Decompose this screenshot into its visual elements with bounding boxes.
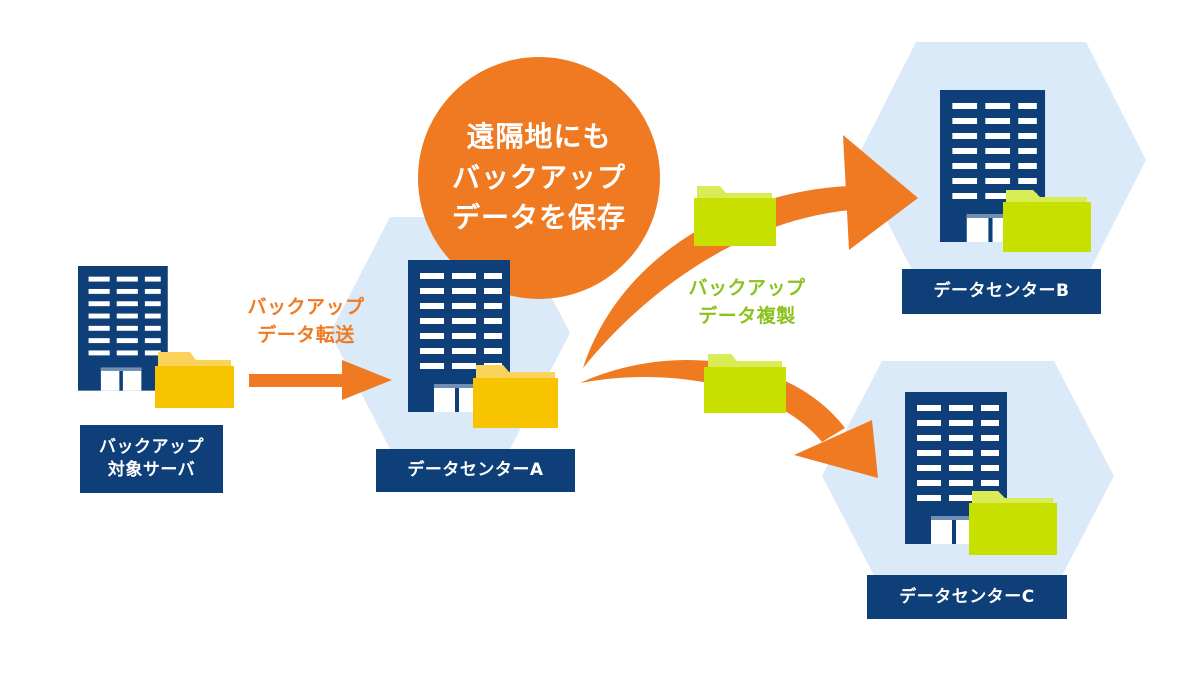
folder-icon [694,186,776,246]
folder-icon [473,365,558,428]
callout-bubble: 遠隔地にも バックアップ データを保存 [418,57,660,299]
dc-a-label: データセンターA [376,449,575,492]
callout-line3: データを保存 [451,201,626,235]
folder-icon [1003,190,1091,252]
replicate-line2: データ複製 [698,304,796,327]
dc-c-label: データセンターC [867,575,1067,619]
replicate-flow-label: バックアップ データ複製 [672,275,822,330]
transfer-line1: バックアップ [247,296,365,318]
source-server-label: バックアップ 対象サーバ [80,425,223,493]
folder-icon [704,354,786,413]
callout-line1: 遠隔地にも [466,120,612,154]
callout-line2: バックアップ [451,160,626,194]
source-label-line1: バックアップ [99,437,204,458]
dc-b-label: データセンターB [902,269,1101,314]
transfer-line2: データ転送 [257,323,355,346]
transfer-flow-label: バックアップ データ転送 [236,294,376,349]
folder-icon [969,491,1057,555]
folder-icon [155,352,234,408]
callout-bubble-shape [418,57,660,299]
source-label-line2: 対象サーバ [107,460,196,480]
arrow-icon [249,360,392,400]
replicate-line1: バックアップ [688,277,806,299]
building-icon [78,266,168,391]
